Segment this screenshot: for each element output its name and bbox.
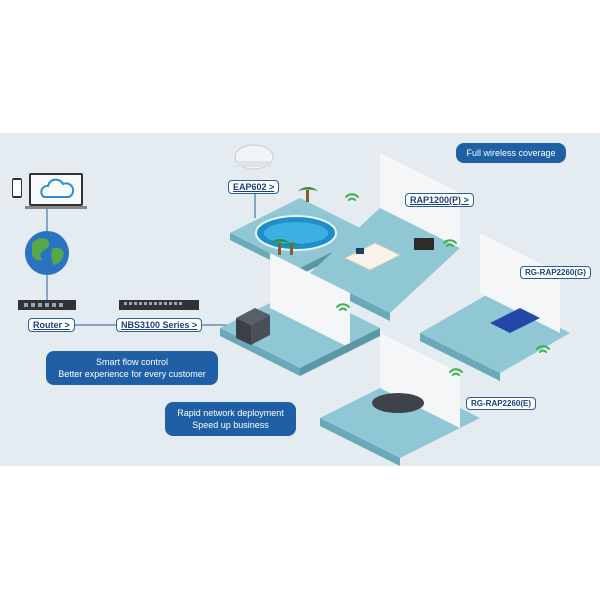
server-rack-icon [236, 308, 270, 345]
palm-tree-icon [270, 187, 318, 255]
bed-icon [343, 242, 402, 271]
meeting-table-icon [372, 393, 424, 413]
pool-icon [255, 215, 337, 251]
full-coverage-badge: Full wireless coverage [456, 143, 566, 163]
full-coverage-text: Full wireless coverage [466, 148, 556, 158]
meeting-platform [320, 333, 480, 466]
switch-icon [119, 300, 199, 310]
network-diagram: Full wireless coverage EAP602 > RAP1200(… [0, 133, 600, 466]
sofa-icon [490, 308, 540, 333]
lounge-platform [420, 233, 570, 381]
rap1200-link[interactable]: RAP1200(P) > [405, 193, 474, 207]
access-point-icon [234, 144, 274, 170]
rap2260e-label: RG-RAP2260(E) [466, 397, 537, 410]
smart-flow-line-1: Smart flow control [95, 357, 169, 367]
smart-flow-line-2: Better experience for every customer [58, 369, 206, 379]
scene-illustration [12, 144, 570, 466]
eap602-link[interactable]: EAP602 > [228, 180, 280, 194]
globe-icon [25, 231, 69, 275]
cloud-icon [40, 178, 75, 198]
router-link[interactable]: Router > [28, 318, 75, 332]
smart-flow-pill: Smart flow control Better experience for… [46, 351, 218, 385]
tv-icon [414, 238, 434, 250]
router-icon [18, 300, 76, 310]
rapid-deploy-line-1: Rapid network deployment [177, 408, 284, 418]
laptop-icon [12, 173, 87, 209]
wifi-icon [336, 193, 550, 376]
rapid-deploy-line-2: Speed up business [192, 420, 269, 430]
office-platform [220, 253, 380, 376]
nbs3100-link[interactable]: NBS3100 Series > [116, 318, 203, 332]
rap2260g-label: RG-RAP2260(G) [520, 266, 591, 279]
rapid-deploy-pill: Rapid network deployment Speed up busine… [165, 402, 296, 436]
